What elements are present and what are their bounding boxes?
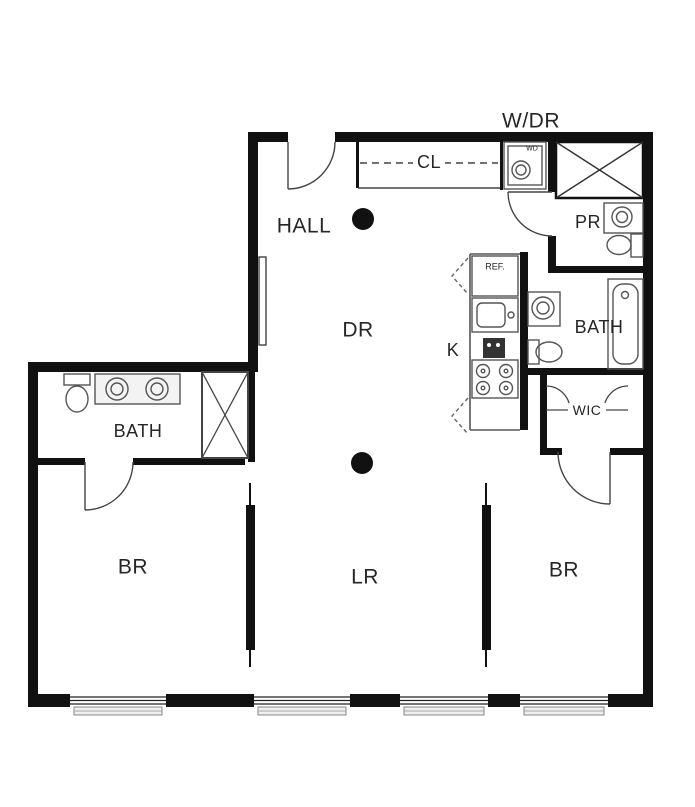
wall-niche xyxy=(258,256,267,346)
room-label-bath-right: BATH xyxy=(574,317,624,337)
bathtub-icon xyxy=(607,278,644,370)
windows xyxy=(67,694,611,716)
room-label-closet: CL xyxy=(412,153,446,171)
shower-icon xyxy=(201,371,249,459)
room-label-wic: WIC xyxy=(568,403,606,417)
interior-walls xyxy=(38,140,643,465)
label-refrigerator: REF. xyxy=(485,261,505,272)
washer-dryer-icon xyxy=(503,141,547,190)
room-label-washer-dryer: W/DR xyxy=(502,109,560,133)
room-label-dining-room: DR xyxy=(342,318,374,342)
bath-right-sink-icon xyxy=(531,296,555,320)
refrigerator-icon xyxy=(471,255,519,297)
kitchen-fixtures xyxy=(451,253,520,435)
bath-left-toilet-tank xyxy=(63,373,91,386)
column-dot xyxy=(352,208,374,230)
counter-opening-dashes xyxy=(451,257,469,295)
pr-fixtures xyxy=(603,202,644,258)
bath-right-sink-counter xyxy=(527,291,561,327)
vanity-counter xyxy=(94,373,181,405)
outer-walls xyxy=(28,132,653,707)
room-label-living-room: LR xyxy=(351,565,379,589)
shaft-x-box xyxy=(554,140,645,200)
room-label-powder-room: PR xyxy=(574,212,602,232)
bath-left-door xyxy=(84,461,134,511)
room-label-kitchen: K xyxy=(446,340,460,360)
window xyxy=(251,694,353,716)
bath-left-fixtures xyxy=(63,371,249,459)
stove-icon xyxy=(471,359,519,399)
entry-door xyxy=(287,141,336,190)
wic-door xyxy=(557,451,611,505)
column-dot xyxy=(351,452,373,474)
kitchen-sink-icon xyxy=(471,297,519,333)
vanity-sink-icon xyxy=(105,377,129,401)
window xyxy=(517,694,611,716)
window xyxy=(397,694,491,716)
pr-door xyxy=(507,191,553,237)
column-dots xyxy=(351,208,374,474)
pr-toilet-icon xyxy=(606,234,632,256)
room-label-bedroom-left: BR xyxy=(117,555,149,579)
dishwasher-icon xyxy=(483,338,505,358)
bath-right-toilet-icon xyxy=(535,341,563,363)
bath-right-fixtures xyxy=(527,278,644,370)
pr-sink-icon xyxy=(603,202,644,234)
room-label-bath-left: BATH xyxy=(113,421,163,441)
counter-opening-dashes xyxy=(451,397,469,435)
room-label-bedroom-right: BR xyxy=(548,558,580,582)
pr-toilet-tank xyxy=(630,233,644,258)
label-washer-dryer-unit: WD xyxy=(526,145,538,153)
room-label-hall: HALL xyxy=(276,214,332,238)
bath-right-toilet-tank xyxy=(527,339,540,365)
window xyxy=(67,694,169,716)
wall-fins xyxy=(246,483,491,667)
bath-left-toilet-icon xyxy=(65,385,89,413)
vanity-sink-icon xyxy=(145,377,169,401)
closet-lines xyxy=(358,162,500,189)
